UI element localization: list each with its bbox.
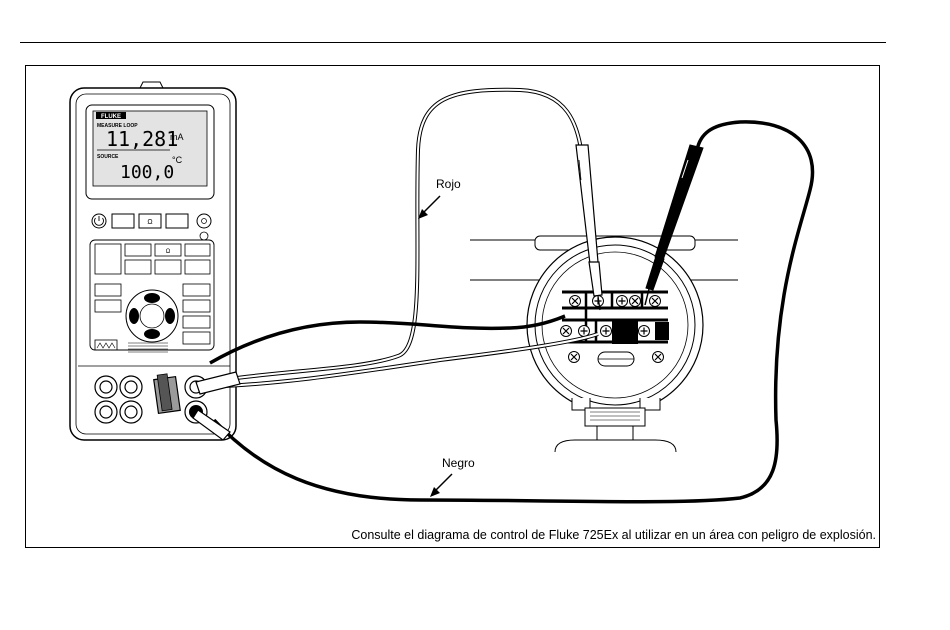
- figure-caption: Consulte el diagrama de control de Fluke…: [290, 528, 876, 542]
- black-lead-label: Negro: [442, 456, 475, 470]
- key-12[interactable]: [95, 300, 121, 312]
- arrow-up-icon[interactable]: [144, 293, 160, 303]
- arrow-right-icon[interactable]: [165, 308, 175, 324]
- key-5[interactable]: [125, 244, 151, 256]
- key-1[interactable]: [112, 214, 134, 228]
- arrow-down-icon[interactable]: [144, 329, 160, 339]
- measure-value: 11,281: [106, 127, 178, 151]
- black-lead-arrow: [430, 474, 452, 497]
- arrow-left-icon[interactable]: [129, 308, 139, 324]
- key-3[interactable]: [166, 214, 188, 228]
- omega-small-icon: Ω: [166, 249, 171, 255]
- small-button[interactable]: [200, 232, 208, 240]
- transmitter: [470, 236, 738, 452]
- key-11[interactable]: [95, 284, 121, 296]
- source-label: SOURCE: [97, 154, 119, 160]
- calibrator-display: FLUKE MEASURE LOOP 11,281 mA SOURCE 100,…: [86, 105, 214, 199]
- source-unit: °C: [172, 155, 183, 165]
- red-lead-label: Rojo: [436, 177, 461, 191]
- terminal-module: [612, 320, 638, 344]
- backlight-button[interactable]: [197, 214, 211, 228]
- key-8[interactable]: [125, 260, 151, 274]
- alligator-clip: [154, 374, 181, 414]
- key-9[interactable]: [155, 260, 181, 274]
- key-13[interactable]: [183, 284, 210, 296]
- brand-logo: FLUKE: [101, 114, 121, 120]
- source-value: 100,0: [120, 162, 174, 183]
- key-7[interactable]: [185, 244, 210, 256]
- key-4[interactable]: [95, 244, 121, 274]
- red-lead-arrow: [418, 196, 440, 219]
- key-15[interactable]: [183, 316, 210, 328]
- omega-icon: Ω: [147, 219, 152, 226]
- key-10[interactable]: [185, 260, 210, 274]
- key-14[interactable]: [183, 300, 210, 312]
- key-16[interactable]: [183, 332, 210, 344]
- black-lead: [210, 122, 813, 502]
- measure-unit: mA: [170, 132, 184, 142]
- navigation-pad[interactable]: [126, 290, 178, 342]
